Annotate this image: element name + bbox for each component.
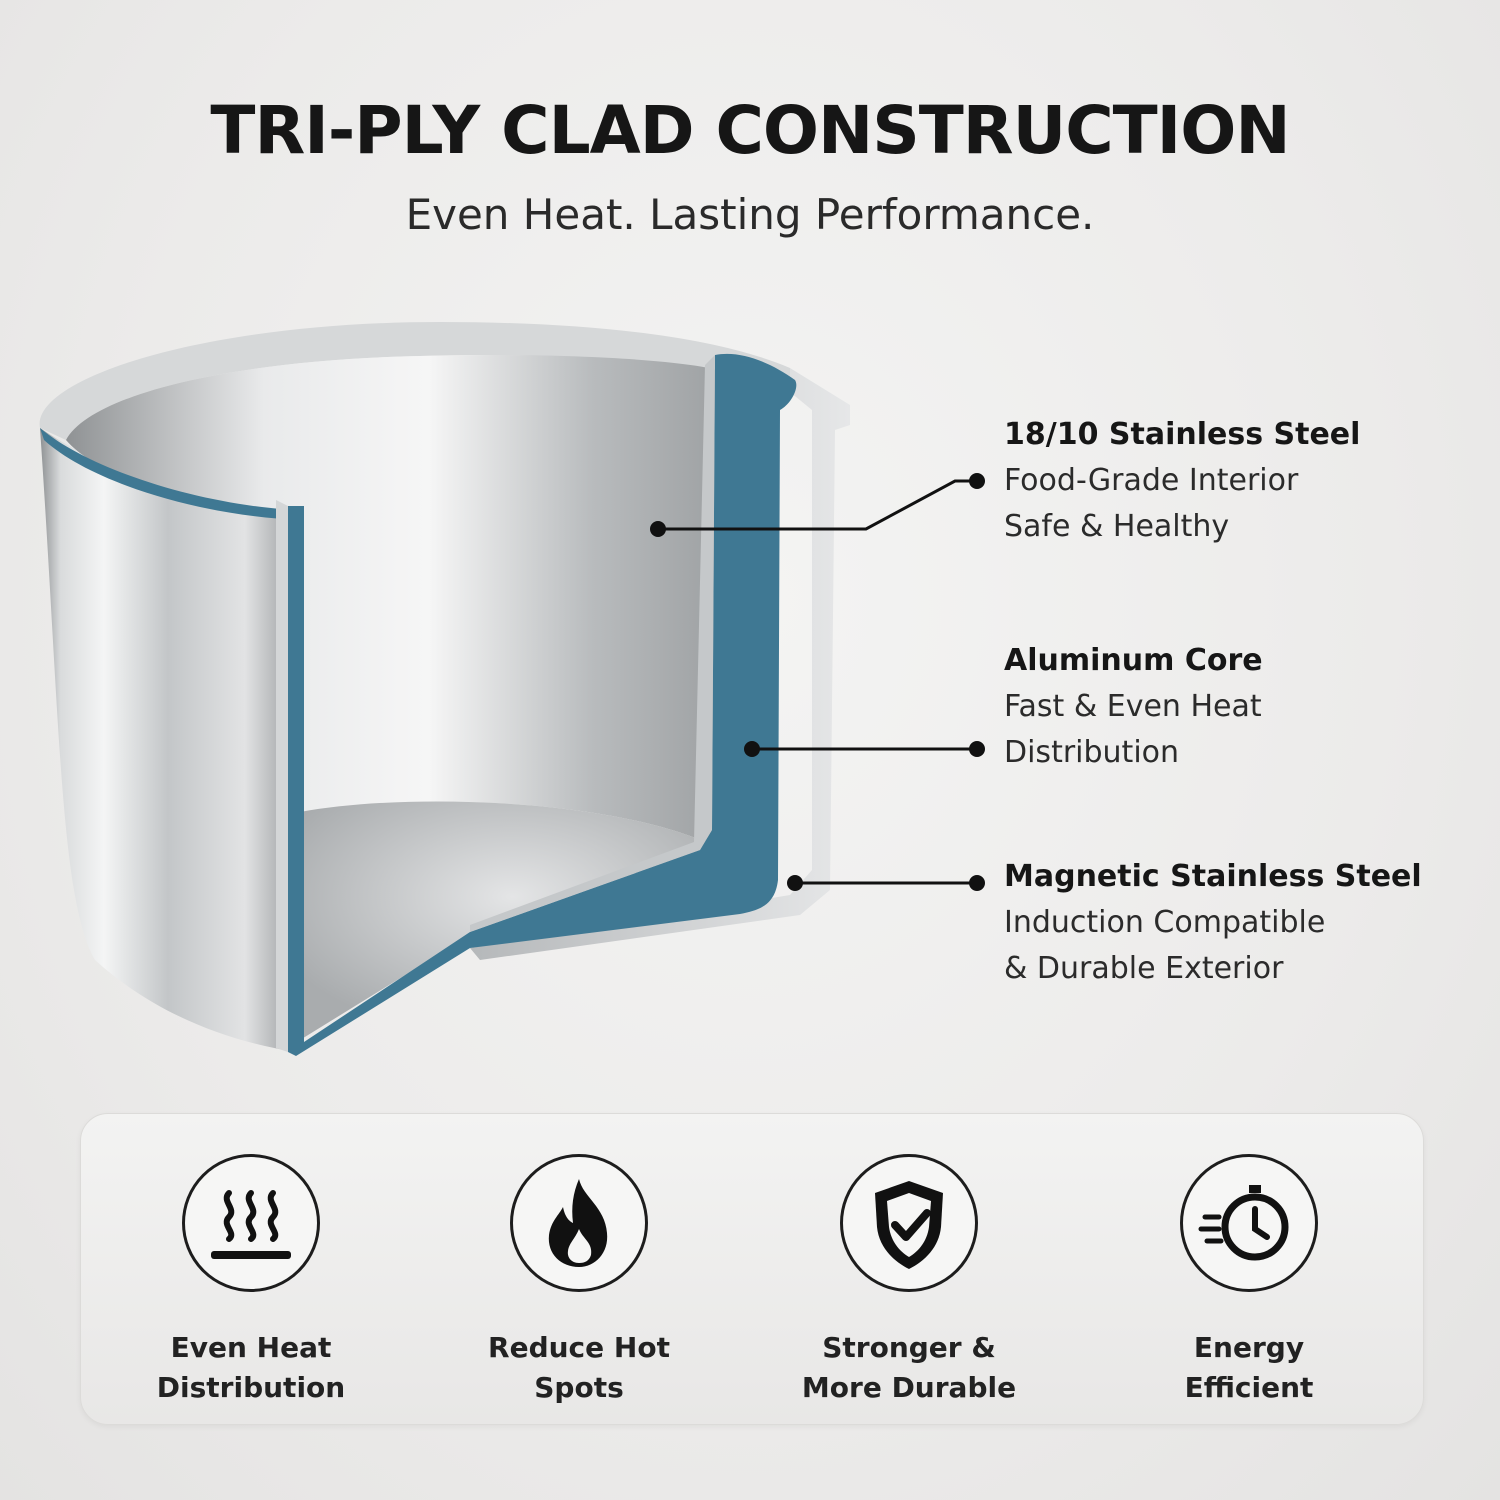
callout-line: Induction Compatible xyxy=(1004,905,1326,940)
heat-waves-icon xyxy=(182,1154,320,1292)
callout-magnetic-exterior: Magnetic Stainless Steel Induction Compa… xyxy=(1004,854,1484,992)
feature-label: Efficient xyxy=(1184,1371,1314,1404)
callout-aluminum-core: Aluminum Core Fast & Even Heat Distribut… xyxy=(1004,638,1484,776)
page-title: TRI-PLY CLAD CONSTRUCTION xyxy=(210,92,1290,169)
callout-heading: 18/10 Stainless Steel xyxy=(1004,417,1361,452)
flame-icon xyxy=(510,1154,648,1292)
callout-line: Safe & Healthy xyxy=(1004,509,1230,544)
feature-label: Reduce Hot xyxy=(488,1331,670,1364)
callout-heading: Magnetic Stainless Steel xyxy=(1004,859,1422,894)
feature-panel: Even Heat Distribution Reduce Hot Spots … xyxy=(80,1113,1424,1425)
feature-label: Stronger & xyxy=(822,1331,996,1364)
callout-stainless-interior: 18/10 Stainless Steel Food-Grade Interio… xyxy=(1004,412,1484,550)
feature-even-heat: Even Heat Distribution xyxy=(101,1154,401,1408)
callout-line: Food-Grade Interior xyxy=(1004,463,1299,498)
feature-energy-efficient: Energy Efficient xyxy=(1099,1154,1399,1408)
callout-line: & Durable Exterior xyxy=(1004,951,1284,986)
feature-label: Energy xyxy=(1193,1331,1305,1364)
callout-line: Fast & Even Heat xyxy=(1004,689,1262,724)
stopwatch-icon xyxy=(1180,1154,1318,1292)
callout-leaders xyxy=(658,479,977,885)
feature-label: Spots xyxy=(534,1371,624,1404)
feature-reduce-hot-spots: Reduce Hot Spots xyxy=(429,1154,729,1408)
pot-cutaway-illustration xyxy=(39,322,985,1056)
feature-label: Even Heat xyxy=(170,1331,332,1364)
page-subtitle: Even Heat. Lasting Performance. xyxy=(405,190,1095,239)
feature-label: More Durable xyxy=(801,1371,1017,1404)
feature-label: Distribution xyxy=(156,1371,346,1404)
shield-check-icon xyxy=(840,1154,978,1292)
feature-stronger-durable: Stronger & More Durable xyxy=(759,1154,1059,1408)
callout-heading: Aluminum Core xyxy=(1004,643,1263,678)
callout-line: Distribution xyxy=(1004,735,1180,770)
